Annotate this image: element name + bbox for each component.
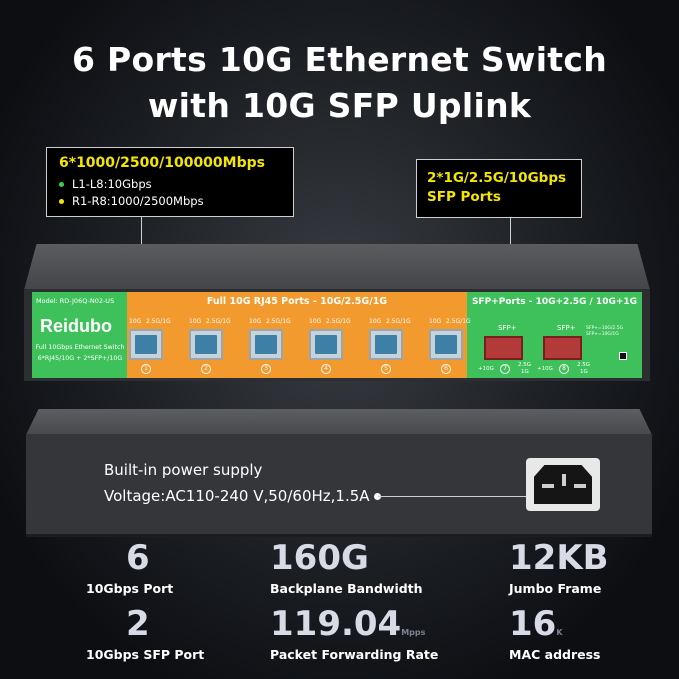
rj45-port-5	[369, 329, 403, 360]
port-speed-label: 2.5G/1G	[146, 318, 171, 325]
callout-item-l1: L1-L8:10Gbps	[59, 177, 281, 191]
power-supply-title: Built-in power supply	[104, 461, 263, 479]
sfp-zone-title: SFP+Ports - 10G+2.5G / 10G+1G	[471, 297, 638, 307]
port-speed-label: 10G	[369, 318, 382, 325]
callout-item-r1: R1-R8:1000/2500Mbps	[59, 194, 281, 208]
sfp-speed-callout: 2*1G/2.5G/10Gbps SFP Ports	[416, 159, 582, 218]
stat-unit: K	[556, 628, 563, 637]
callout-item-text: R1-R8:1000/2500Mbps	[72, 194, 204, 208]
callout-heading: 6*1000/2500/100000Mbps	[59, 155, 265, 171]
brand-subtitle: Full 10Gbps Ethernet Switch 6*RJ45/10G +…	[34, 342, 126, 364]
port-number-7: 7	[500, 364, 510, 374]
stat-value-with-unit: 119.04Mpps	[270, 604, 425, 644]
stat-label: 10Gbps SFP Port	[86, 647, 205, 662]
port-speed-label: 10G	[429, 318, 442, 325]
socket-pin	[562, 474, 566, 486]
rj45-port-2	[189, 329, 223, 360]
reset-button[interactable]	[619, 352, 627, 360]
sfp-led-label: 2.5G	[577, 362, 591, 368]
rj45-speed-callout: 6*1000/2500/100000Mbps L1-L8:10Gbps R1-R…	[46, 147, 294, 217]
port-speed-label: 10G	[129, 318, 142, 325]
sfp-port-label: SFP+	[557, 324, 576, 332]
port-speed-label: 2.5G/1G	[446, 318, 471, 325]
stat-value: 12KB	[509, 538, 609, 578]
stat-label: MAC address	[509, 647, 601, 662]
callout-item-text: L1-L8:10Gbps	[72, 177, 152, 191]
port-speed-label: 10G	[189, 318, 202, 325]
headline-line-2: with 10G SFP Uplink	[147, 86, 532, 125]
sfp-led-label: +10G	[478, 366, 494, 372]
stat-value-with-unit: 16K	[509, 604, 563, 644]
port-speed-label: 2.5G/1G	[386, 318, 411, 325]
rj45-zone-title: Full 10G RJ45 Ports - 10G/2.5G/1G	[206, 296, 388, 307]
stat-value: 160G	[270, 538, 369, 578]
headline-line-1: 6 Ports 10G Ethernet Switch	[71, 40, 608, 79]
rj45-port-6	[429, 329, 463, 360]
brand-logo: Reidubo	[40, 316, 112, 336]
rj45-port-1	[129, 329, 163, 360]
port-number-3: 3	[261, 364, 271, 374]
brand-subtitle-line-1: Full 10Gbps Ethernet Switch	[35, 344, 125, 351]
stat-label: Packet Forwarding Rate	[270, 647, 439, 662]
switch-top-cover	[24, 244, 650, 290]
port-number-8: 8	[559, 364, 569, 374]
sfp-led-label: 2.5G	[518, 362, 532, 368]
switch-back-top	[26, 409, 652, 435]
port-number-4: 4	[321, 364, 331, 374]
stat-value: 2	[126, 604, 150, 644]
rj45-port-4	[309, 329, 343, 360]
green-dot-icon	[59, 181, 64, 187]
callout-heading: 2*1G/2.5G/10Gbps	[427, 170, 567, 186]
sfp-port-8	[543, 336, 582, 360]
stat-value: 16	[509, 604, 557, 644]
stat-label: Jumbo Frame	[509, 581, 602, 596]
front-panel-rj45-zone	[127, 292, 467, 378]
sfp-led-label: 1G	[521, 369, 529, 375]
sfp-side-note: SFP+=10G/2.5G SFP+=10G/1G	[586, 326, 624, 337]
stat-unit: Mpps	[401, 628, 426, 637]
voltage-spec: Voltage:AC110-240 V,50/60Hz,1.5A	[104, 487, 370, 505]
rj45-port-3	[249, 329, 283, 360]
port-number-1: 1	[141, 364, 151, 374]
sfp-led-label: +10G	[537, 366, 553, 372]
port-speed-label: 10G	[249, 318, 262, 325]
switch-back-edge	[26, 534, 652, 537]
sfp-port-7	[484, 336, 523, 360]
port-number-6: 6	[441, 364, 451, 374]
pointer-dot	[374, 493, 381, 500]
socket-pin	[542, 484, 554, 488]
stat-label: Backplane Bandwidth	[270, 581, 423, 596]
sfp-port-label: SFP+	[498, 324, 517, 332]
sfp-led-label: 1G	[580, 369, 588, 375]
stat-value: 6	[126, 538, 150, 578]
socket-pin	[574, 484, 586, 488]
yellow-dot-icon	[59, 198, 64, 204]
port-speed-label: 2.5G/1G	[206, 318, 231, 325]
port-number-5: 5	[381, 364, 391, 374]
port-speed-label: 2.5G/1G	[326, 318, 351, 325]
callout-subheading: SFP Ports	[427, 189, 501, 205]
brand-subtitle-line-2: 6*RJ45/10G + 2*SFP+/10G	[37, 355, 123, 362]
port-speed-label: 10G	[309, 318, 322, 325]
stat-value: 119.04	[270, 604, 402, 644]
port-number-2: 2	[201, 364, 211, 374]
port-speed-label: 2.5G/1G	[266, 318, 291, 325]
pointer-line	[378, 496, 532, 497]
stat-label: 10Gbps Port	[86, 581, 174, 596]
model-number: Model: RD-J06Q-N02-US	[36, 297, 115, 305]
